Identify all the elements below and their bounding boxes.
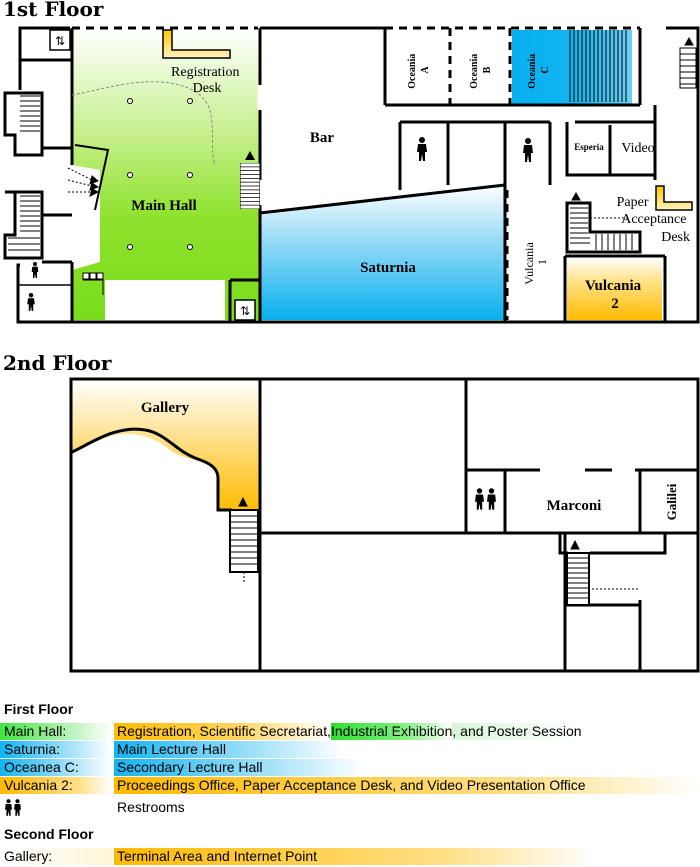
legend-key: Oceanea C: (0, 759, 112, 776)
vulcania1-label: Vulcania 1 (522, 239, 549, 285)
legend-second-floor-title: Second Floor (4, 826, 94, 842)
legend-row-saturnia: Saturnia: Main Lecture Hall (0, 741, 700, 758)
legend-value: Terminal Area and Internet Point (114, 848, 594, 865)
oceania-b-label: Oceania B (469, 51, 493, 89)
video-label: Video (621, 141, 654, 156)
legend-row-restrooms: Restrooms (0, 799, 700, 816)
legend-key: Main Hall: (0, 723, 112, 740)
legend: First Floor Main Hall: Registration, Sci… (0, 698, 700, 867)
legend-value-part: Industrial Exhibition (330, 723, 453, 740)
svg-text:⇅: ⇅ (55, 34, 65, 48)
restroom-icon (417, 137, 427, 161)
floor1-walls (16, 26, 700, 324)
legend-value: Restrooms (117, 799, 185, 815)
floor-plan-map: 1st Floor (3, 0, 700, 673)
info-kiosks (82, 272, 104, 295)
gallery-boundary (71, 427, 232, 512)
legend-key: Vulcania 2: (0, 777, 112, 794)
gallery-area (72, 380, 260, 510)
legend-value-part: Registration, Scientific Secretariat, (114, 723, 331, 740)
elevator-top: ⇅ (49, 29, 71, 51)
esperia-label: Esperia (574, 142, 604, 152)
oceania-a-label: Oceania A (407, 51, 431, 89)
legend-value: Secondary Lecture Hall (114, 759, 364, 776)
legend-first-floor-title: First Floor (4, 701, 74, 717)
floor1-title: 1st Floor (3, 0, 104, 21)
main-hall-label: Main Hall (131, 198, 196, 214)
vulcania2-area (567, 258, 662, 320)
registration-desk-icon (162, 29, 231, 59)
floor2-title: 2nd Floor (3, 351, 112, 375)
restroom-icon (523, 138, 533, 162)
legend-row-main-hall: Main Hall: Registration, Scientific Secr… (0, 723, 700, 740)
main-hall-area (72, 30, 260, 320)
legend-value: Registration, Scientific Secretariat, In… (114, 723, 582, 740)
saturnia-label: Saturnia (360, 260, 416, 276)
legend-row-gallery: Gallery: Terminal Area and Internet Poin… (0, 848, 700, 865)
paper-desk-label: Paper Acceptance Desk (617, 195, 690, 245)
main-hall-stairs (240, 163, 260, 209)
entrance-arrows (67, 144, 110, 211)
legend-value: Main Lecture Hall (114, 741, 344, 758)
legend-value: Proceedings Office, Paper Acceptance Des… (114, 777, 700, 794)
galilei-label: Galilei (664, 483, 679, 520)
restroom-icon (487, 488, 496, 510)
registration-desk-label: Registration Desk (171, 65, 243, 96)
main-hall-columns (127, 98, 193, 250)
legend-row-oceanea-c: Oceanea C: Secondary Lecture Hall (0, 759, 700, 776)
paper-desk-stairs (565, 191, 642, 254)
legend-key: Saturnia: (0, 741, 112, 758)
gallery-label: Gallery (141, 400, 190, 416)
oceania-c-area (512, 30, 632, 105)
oceania-c-label: Oceania C (527, 51, 551, 89)
restroom-icon (5, 799, 21, 816)
legend-key: Gallery: (0, 848, 112, 865)
elevator-bottom: ⇅ (234, 299, 256, 321)
saturnia-area (260, 185, 505, 320)
gallery-stairs (229, 496, 259, 582)
bar-label: Bar (310, 130, 335, 146)
restroom-icon (475, 488, 484, 510)
legend-row-vulcania2: Vulcania 2: Proceedings Office, Paper Ac… (0, 777, 700, 794)
oceania-c-seating (569, 30, 627, 102)
main-hall-route (71, 81, 216, 166)
marconi-stairs (566, 539, 640, 606)
right-stairs (679, 36, 697, 89)
marconi-label: Marconi (547, 498, 602, 514)
paper-desk-icon (655, 185, 693, 211)
left-stairs (3, 91, 72, 260)
stairs-arrow-icon (245, 151, 255, 160)
legend-value-part: , and Poster Session (452, 723, 582, 740)
restroom-icon (27, 293, 35, 311)
floor2-walls (69, 377, 700, 673)
vulcania2-label: Vulcania 2 (585, 278, 645, 312)
svg-text:⇅: ⇅ (240, 304, 250, 318)
restroom-icon (31, 262, 39, 278)
